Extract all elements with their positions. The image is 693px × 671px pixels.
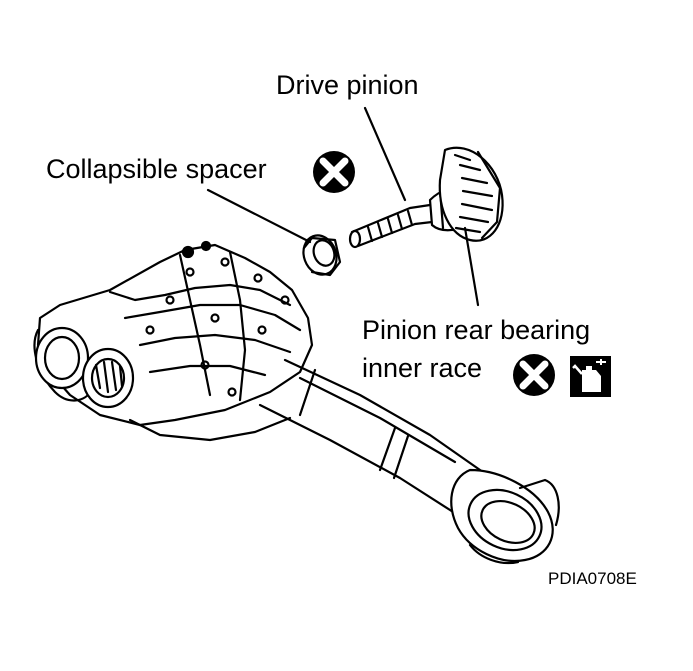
drive-pinion-part — [348, 146, 504, 249]
collapsible-spacer-label: Collapsible spacer — [46, 154, 267, 184]
extension-tube — [258, 358, 560, 565]
do-not-reuse-icon — [313, 151, 355, 193]
drive-pinion-label: Drive pinion — [276, 70, 419, 100]
figure-code: PDIA0708E — [548, 569, 637, 588]
pinion-rear-bearing-label-line1: Pinion rear bearing — [362, 315, 591, 345]
oil-can-icon — [570, 356, 611, 397]
do-not-reuse-icon — [513, 354, 555, 396]
collapsible-spacer-part — [302, 234, 342, 277]
leader-lines — [206, 106, 480, 307]
differential-carrier — [33, 240, 314, 442]
pinion-rear-bearing-label-line2: inner race — [362, 353, 483, 383]
